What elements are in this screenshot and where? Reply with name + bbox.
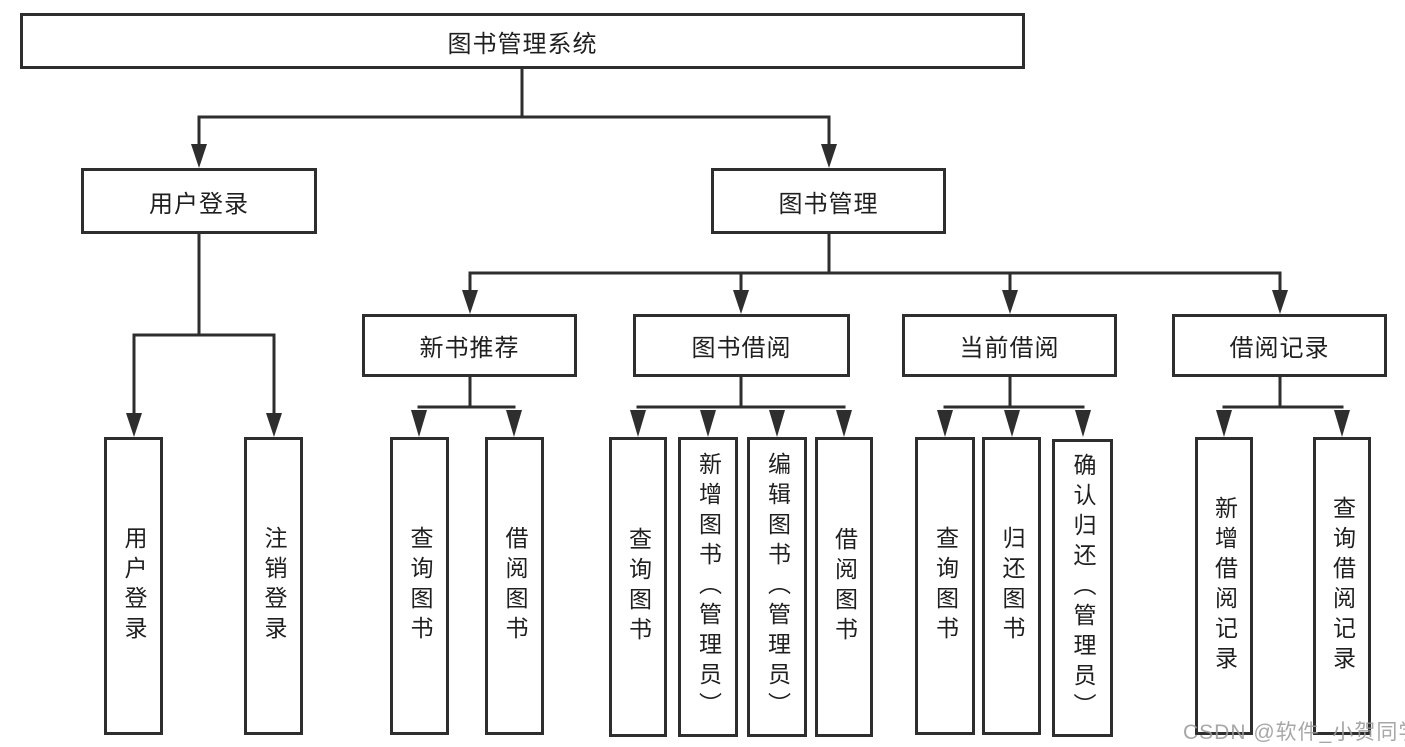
leaf-query-books-recommend-label: 查询图书	[407, 526, 433, 646]
node-library-management-system: 图书管理系统	[20, 13, 1025, 69]
leaf-add-books-admin-label: 新增图书（管理员）	[695, 452, 722, 722]
leaf-confirm-return-admin: 确认归还（管理员）	[1052, 439, 1113, 737]
leaf-borrow-books-recommend: 借阅图书	[485, 437, 544, 735]
leaf-add-borrow-record-label: 新增借阅记录	[1211, 496, 1238, 676]
leaf-query-borrow-record-label: 查询借阅记录	[1329, 496, 1356, 676]
leaf-query-books-borrow-label: 查询图书	[625, 527, 652, 647]
leaf-query-books-current-label: 查询图书	[932, 526, 959, 646]
node-book-borrow: 图书借阅	[633, 314, 850, 377]
node-current-borrow: 当前借阅	[902, 314, 1117, 377]
leaf-return-books: 归还图书	[982, 437, 1041, 735]
leaf-add-borrow-record: 新增借阅记录	[1195, 437, 1253, 735]
leaf-borrow-books-label: 借阅图书	[831, 527, 858, 647]
leaf-edit-books-admin: 编辑图书（管理员）	[747, 437, 807, 737]
node-borrow-records: 借阅记录	[1172, 314, 1387, 377]
leaf-user-login-label: 用户登录	[121, 526, 147, 646]
leaf-logout-label: 注销登录	[261, 526, 287, 646]
leaf-query-books-borrow: 查询图书	[609, 437, 667, 737]
leaf-add-books-admin: 新增图书（管理员）	[678, 437, 738, 737]
node-book-management: 图书管理	[711, 168, 946, 234]
leaf-query-books-current: 查询图书	[915, 437, 975, 735]
leaf-borrow-books: 借阅图书	[815, 437, 873, 737]
leaf-return-books-label: 归还图书	[999, 526, 1025, 646]
node-user-login: 用户登录	[81, 168, 317, 234]
leaf-logout: 注销登录	[244, 437, 303, 735]
leaf-edit-books-admin-label: 编辑图书（管理员）	[764, 452, 791, 722]
csdn-watermark: CSDN @软件_小贺同学	[1183, 721, 1405, 744]
node-new-book-recommend: 新书推荐	[362, 314, 577, 377]
leaf-query-borrow-record: 查询借阅记录	[1313, 437, 1371, 735]
leaf-user-login: 用户登录	[104, 437, 163, 735]
leaf-borrow-books-recommend-label: 借阅图书	[502, 526, 528, 646]
leaf-confirm-return-admin-label: 确认归还（管理员）	[1070, 453, 1096, 723]
leaf-query-books-recommend: 查询图书	[390, 437, 449, 735]
